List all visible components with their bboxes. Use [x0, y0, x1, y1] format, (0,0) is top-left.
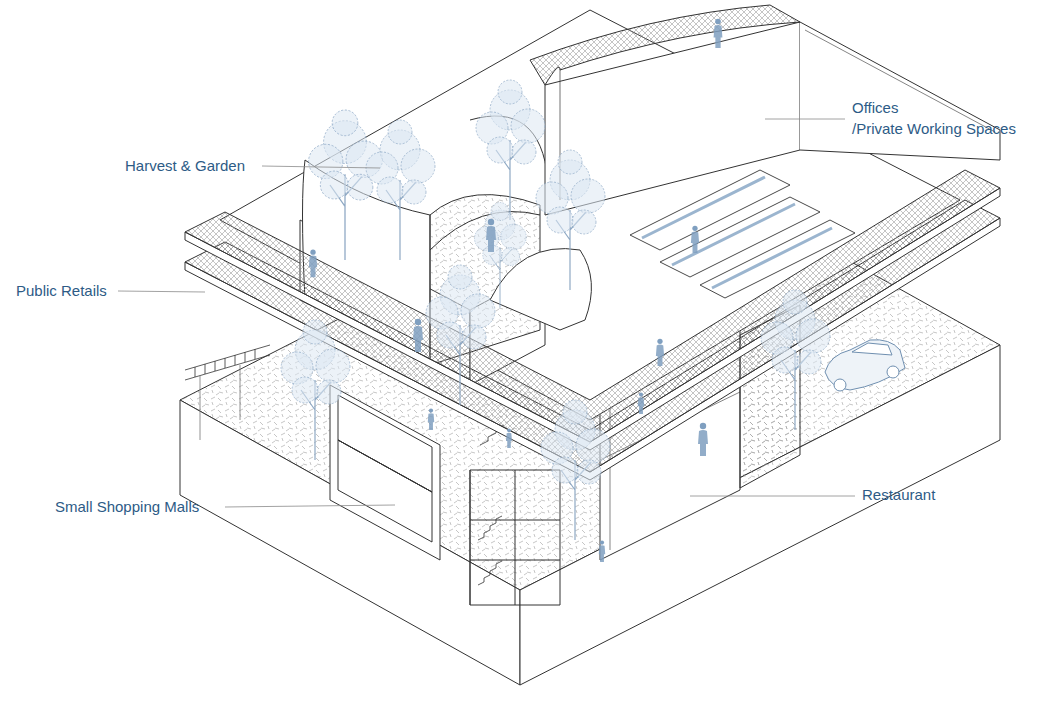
callout-label: Offices /Private Working Spaces	[852, 97, 1016, 139]
callout-label: Small Shopping Malls	[55, 496, 199, 517]
callout-label: Public Retails	[16, 280, 107, 301]
callout-label: Harvest & Garden	[125, 155, 245, 176]
callout-label: Restaurant	[862, 484, 935, 505]
